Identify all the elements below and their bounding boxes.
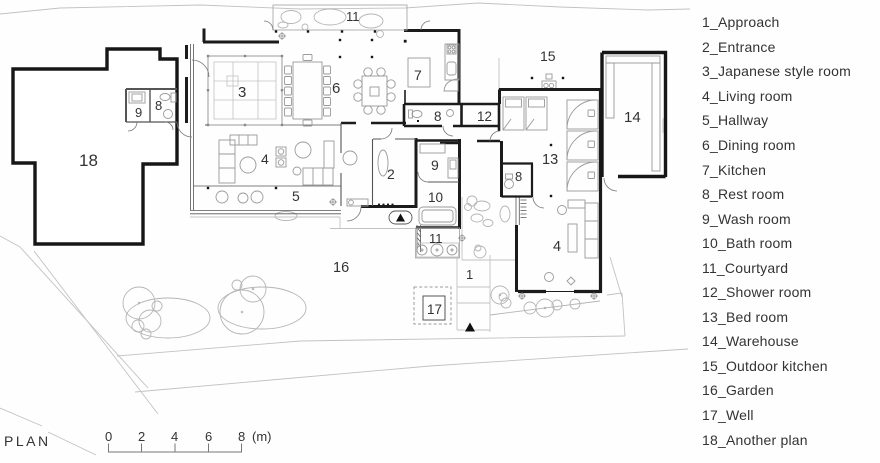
room-label-another-plan: 18	[79, 151, 98, 170]
main-house-partitions	[190, 44, 527, 252]
room-label-kitchen: 7	[414, 67, 422, 83]
courtyard-top	[272, 4, 408, 38]
scale-tick-4: 4	[171, 429, 178, 444]
legend-item-hallway: 5_Hallway	[702, 112, 769, 129]
legend-item-entrance: 2_Entrance	[702, 38, 776, 55]
legend-item-bed-room: 13_Bed room	[702, 308, 789, 325]
room-label-approach: 1	[466, 267, 473, 282]
legend-item-rest-room: 8_Rest room	[702, 186, 785, 203]
scale-unit: (m)	[252, 429, 272, 444]
door-swing-arcs	[127, 20, 618, 222]
legend-item-well: 17_Well	[702, 407, 754, 424]
legend-item-living-room: 4_Living room	[702, 87, 793, 104]
scale-tick-2: 2	[138, 429, 145, 444]
legend-item-wash-room: 9_Wash room	[702, 210, 791, 227]
legend-item-warehouse: 14_Warehouse	[702, 333, 799, 350]
room-label-living-main: 4	[261, 151, 269, 167]
legend-item-outdoor-kitchen: 15_Outdoor kitchen	[702, 357, 828, 374]
room-label-dining: 6	[332, 80, 340, 97]
room-label-wash-18: 9	[135, 105, 142, 120]
warehouse-walls	[600, 50, 668, 179]
legend-item-bath-room: 10_Bath room	[702, 235, 793, 252]
entrance-marker-icon	[388, 210, 413, 225]
room-label-bath: 10	[428, 190, 443, 205]
furniture	[215, 43, 599, 286]
legend-item-shower-room: 12_Shower room	[702, 284, 812, 301]
room-label-entrance: 2	[387, 166, 395, 182]
structural-posts	[206, 30, 565, 206]
scale-tick-0: 0	[105, 429, 112, 444]
room-label-garden: 16	[333, 260, 349, 276]
room-label-warehouse: 14	[624, 109, 641, 126]
room-label-living-wing: 4	[553, 239, 561, 255]
legend-item-kitchen: 7_Kitchen	[702, 161, 767, 178]
room-label-wash-main: 9	[431, 157, 439, 173]
legend-item-approach: 1_Approach	[702, 14, 780, 31]
survey-markers	[278, 32, 598, 300]
room-label-japanese: 3	[238, 84, 246, 101]
room-label-rest-main: 8	[434, 109, 442, 124]
site-boundary-lines	[0, 2, 690, 456]
room-label-courtyard-south: 11	[429, 231, 443, 246]
room-label-rest-wing: 8	[515, 169, 522, 184]
room-label-well: 17	[427, 302, 442, 317]
courtyard-south	[415, 227, 460, 259]
room-label-outdoor-kitchen: 15	[540, 48, 556, 64]
main-house-walls	[185, 28, 501, 229]
legend-item-garden: 16_Garden	[702, 382, 774, 399]
plan-title: PLAN	[4, 433, 51, 449]
floor-plan-drawing: 18 9 8 3 6 7 11 8 12 15 14 4 5 2 9 10 11…	[0, 2, 690, 456]
legend: 1_Approach 2_Entrance 3_Japanese style r…	[702, 10, 878, 452]
legend-item-courtyard: 11_Courtyard	[702, 259, 789, 276]
scale-bar: 0 2 4 6 8 (m)	[105, 429, 272, 453]
japanese-room-tatami	[206, 54, 284, 127]
room-label-hallway: 5	[292, 188, 300, 204]
room-label-rest-18: 8	[155, 98, 162, 113]
legend-item-japanese-room: 3_Japanese style room	[702, 63, 851, 80]
scale-tick-6: 6	[205, 429, 212, 444]
well	[413, 286, 452, 325]
scale-tick-8: 8	[238, 429, 245, 444]
room-label-shower: 12	[477, 109, 492, 124]
legend-item-dining-room: 6_Dining room	[702, 137, 796, 153]
room-labels: 18 9 8 3 6 7 11 8 12 15 14 4 5 2 9 10 11…	[79, 9, 641, 317]
garden-trees	[122, 195, 601, 340]
room-label-bed: 13	[542, 152, 558, 168]
approach-marker-icon	[465, 322, 475, 332]
legend-item-another-plan: 18_Another plan	[702, 431, 808, 448]
room-label-courtyard-top: 11	[346, 9, 360, 24]
another-plan-outline	[11, 47, 179, 246]
